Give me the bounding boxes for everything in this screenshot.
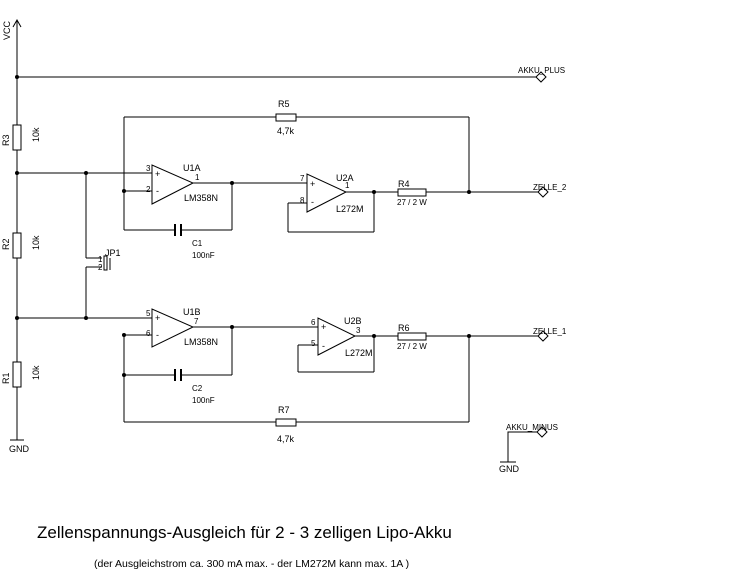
r6-value: 27 / 2 W [397,342,427,351]
r5-ref: R5 [278,99,290,109]
opamp-u1a: + - 3 2 1 U1A LM358N [146,163,218,205]
gnd-right-label: GND [499,464,520,474]
u2a-pin-out: 1 [345,181,350,190]
zelle-1-port: ZELLE_1 [533,327,567,342]
r3-ref: R3 [1,134,11,146]
u2b-pin-out: 3 [356,326,361,335]
u1a-pin-minus: 2 [146,185,151,194]
u1b-part: LM358N [184,337,218,347]
u1a-pin-out: 1 [195,173,200,182]
r2-ref: R2 [1,238,11,250]
akku-plus-label: AKKU_PLUS [518,66,565,75]
jumper-jp1: JP1 1 2 [98,248,121,272]
u2a-part: L272M [336,204,364,214]
resistor-r5: R5 4,7k [275,99,297,136]
u2b-part: L272M [345,348,373,358]
capacitor-c1: C1 100nF [174,224,215,260]
u1a-part: LM358N [184,193,218,203]
u1a-ref: U1A [183,163,201,173]
r6-ref: R6 [398,323,410,333]
u1b-pin-out: 7 [194,317,199,326]
resistor-r7: R7 4,7k [275,405,297,444]
akku-minus-label: AKKU_MINUS [506,423,558,432]
r5-value: 4,7k [277,126,295,136]
c2-ref: C2 [192,384,203,393]
jp1-pin1: 1 [98,255,103,264]
u2a-plus-sign: + [310,179,315,189]
u2a-minus-sign: - [311,197,314,207]
r1-ref: R1 [1,372,11,384]
opamp-u1b: + - 5 6 7 U1B LM358N [146,307,218,348]
zelle-1-label: ZELLE_1 [533,327,567,336]
resistor-r2: R2 10k [1,232,41,259]
u1a-minus-sign: - [156,186,159,196]
u1b-pin-plus: 5 [146,309,151,318]
jp1-ref: JP1 [105,248,121,258]
u2b-minus-sign: - [322,341,325,351]
r3-value: 10k [31,127,41,142]
r7-ref: R7 [278,405,290,415]
r7-value: 4,7k [277,434,295,444]
u1b-ref: U1B [183,307,201,317]
opamp-u2a: + - 7 8 1 U2A L272M [300,173,364,214]
u2a-pin-minus: 8 [300,196,305,205]
opamp-u2b: + - 6 5 3 U2B L272M [311,316,373,358]
caption-title: Zellenspannungs-Ausgleich für 2 - 3 zell… [37,523,452,542]
c1-ref: C1 [192,239,203,248]
akku-plus-port: AKKU_PLUS [518,66,565,83]
c2-value: 100nF [192,396,215,405]
c1-value: 100nF [192,251,215,260]
resistor-r1: R1 10k [1,361,41,388]
gnd-left-label: GND [9,444,30,454]
r4-ref: R4 [398,179,410,189]
u2b-pin-plus: 6 [311,318,316,327]
resistor-r4: R4 27 / 2 W [397,179,427,207]
u2b-ref: U2B [344,316,362,326]
u1a-plus-sign: + [155,169,160,179]
u1a-pin-plus: 3 [146,164,151,173]
resistor-r3: R3 10k [1,124,41,151]
r4-value: 27 / 2 W [397,198,427,207]
u2b-plus-sign: + [321,322,326,332]
u1b-plus-sign: + [155,313,160,323]
u2a-pin-plus: 7 [300,174,305,183]
caption-note: (der Ausgleichstrom ca. 300 mA max. - de… [94,558,409,570]
zelle-2-port: ZELLE_2 [533,183,567,198]
vcc-label: VCC [2,20,12,40]
vcc-rail: VCC [2,18,540,125]
u1b-minus-sign: - [156,330,159,340]
u2a-ref: U2A [336,173,354,183]
r1-value: 10k [31,365,41,380]
resistor-r6: R6 27 / 2 W [397,323,427,351]
capacitor-c2: C2 100nF [174,369,215,405]
zelle-2-label: ZELLE_2 [533,183,567,192]
akku-minus-port: AKKU_MINUS GND [499,423,558,474]
gnd-symbol-left: GND [9,439,30,454]
r2-value: 10k [31,235,41,250]
u1b-pin-minus: 6 [146,329,151,338]
u2b-pin-minus: 5 [311,339,316,348]
